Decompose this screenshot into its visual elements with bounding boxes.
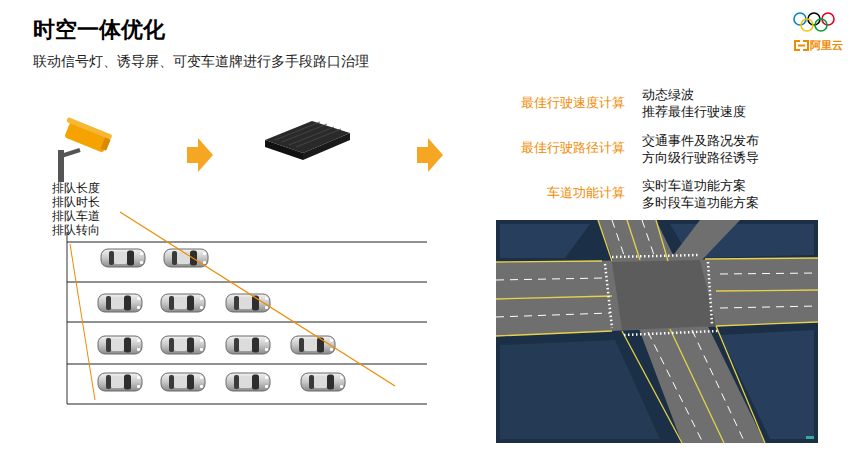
camera-icon — [58, 117, 113, 182]
computation-detail: 方向级行驶路径诱导 — [642, 150, 759, 166]
cloud-logo-icon — [795, 41, 808, 50]
queue-metric: 排队长度 — [52, 181, 100, 195]
computation-heading: 最佳行驶速度计算 — [521, 95, 625, 111]
subtitle: 联动信号灯、诱导屏、可变车道牌进行多手段路口治理 — [33, 53, 369, 70]
camera-pole-line — [66, 232, 67, 404]
computation-detail: 实时车道功能方案 — [642, 178, 746, 194]
computation-detail: 推荐最佳行驶速度 — [642, 104, 746, 120]
logo-text: 阿里云 — [810, 39, 843, 52]
computation-heading: 车道功能计算 — [547, 185, 625, 201]
lane-lines — [67, 242, 427, 404]
queue-metric: 排队车道 — [52, 209, 100, 223]
queued-cars — [98, 249, 345, 391]
queue-metric: 排队时长 — [52, 195, 100, 209]
computation-detail: 动态绿波 — [642, 87, 694, 103]
queue-boundary-line — [120, 212, 395, 386]
computation-detail: 多时段车道功能方案 — [642, 195, 759, 211]
flow-arrow — [187, 138, 213, 172]
page-title: 时空一体优化 — [33, 17, 165, 43]
queue-metric: 排队转向 — [52, 223, 100, 237]
olympic-rings — [794, 13, 834, 31]
edge-device — [265, 121, 350, 160]
camera-view-line — [70, 244, 95, 400]
flow-arrow — [417, 138, 443, 172]
computation-heading: 最佳行驶路径计算 — [521, 140, 625, 156]
computation-detail: 交通事件及路况发布 — [642, 133, 759, 149]
intersection-map — [496, 220, 818, 443]
